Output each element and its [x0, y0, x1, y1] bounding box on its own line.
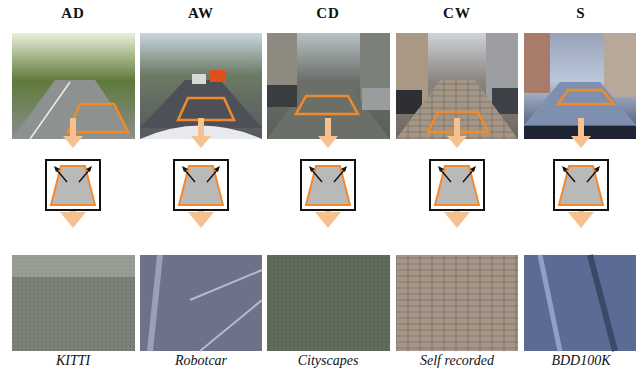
column-header: CD	[316, 5, 340, 22]
column-header: S	[576, 5, 585, 22]
dataset-caption: BDD100K	[551, 353, 610, 369]
column-header: CW	[443, 5, 471, 22]
dataset-caption: Robotcar	[175, 353, 227, 369]
column-header: AD	[61, 5, 85, 22]
dataset-caption: Self recorded	[420, 353, 494, 369]
dataset-caption: Cityscapes	[298, 353, 359, 369]
column-header: AW	[188, 5, 214, 22]
dataset-caption: KITTI	[56, 353, 90, 369]
